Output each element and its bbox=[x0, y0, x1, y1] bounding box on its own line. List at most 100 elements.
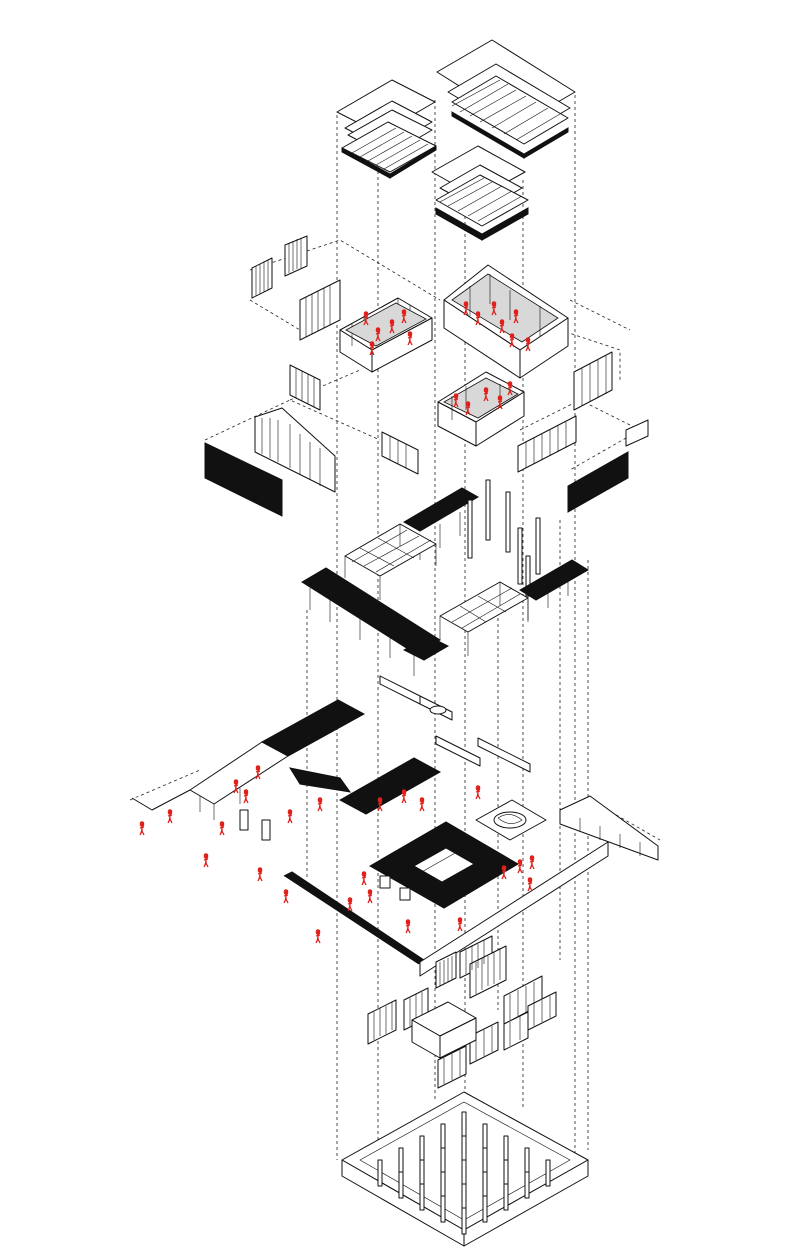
upper-walls-layer bbox=[204, 235, 649, 517]
projection-lines bbox=[129, 95, 661, 1245]
box-module bbox=[411, 1001, 477, 1059]
person-figure bbox=[315, 929, 321, 944]
person-figure bbox=[255, 765, 261, 780]
person-figure bbox=[525, 337, 531, 352]
foundation-pier bbox=[398, 1147, 404, 1175]
person-figure bbox=[527, 877, 533, 892]
person-figure bbox=[363, 311, 369, 326]
person-figure bbox=[139, 821, 145, 836]
ground-floor-layer bbox=[131, 675, 659, 977]
person-figure bbox=[457, 917, 463, 932]
foundation-layer bbox=[341, 1091, 589, 1247]
gallery-left bbox=[189, 699, 366, 820]
person-figure bbox=[465, 401, 471, 416]
person-figure bbox=[203, 853, 209, 868]
room-middle bbox=[437, 371, 525, 447]
foundation-pier bbox=[440, 1171, 446, 1199]
person-figure bbox=[491, 301, 497, 316]
person-figure bbox=[501, 865, 507, 880]
outer-wall-right bbox=[419, 795, 659, 977]
foundation-pier bbox=[461, 1111, 467, 1139]
foundation-pier bbox=[461, 1135, 467, 1163]
foundation-pier bbox=[440, 1123, 446, 1151]
room-upper-right bbox=[443, 264, 569, 379]
foundation-pier bbox=[398, 1171, 404, 1199]
person-figure bbox=[389, 319, 395, 334]
person-figure bbox=[483, 387, 489, 402]
foundation-pier bbox=[482, 1171, 488, 1199]
foundation-pier bbox=[503, 1135, 509, 1163]
roof-left bbox=[336, 79, 437, 179]
foundation-pier bbox=[440, 1147, 446, 1175]
long-wall-right bbox=[567, 451, 629, 513]
person-figure bbox=[377, 797, 383, 812]
long-wall-left bbox=[204, 407, 336, 517]
roof-right bbox=[436, 39, 576, 159]
foundation-pier bbox=[524, 1171, 530, 1199]
person-figure bbox=[401, 789, 407, 804]
foundation-pier bbox=[524, 1147, 530, 1175]
roof-middle bbox=[431, 145, 529, 241]
person-figure bbox=[347, 897, 353, 912]
person-figure bbox=[517, 859, 523, 874]
person-figure bbox=[507, 381, 513, 396]
foundation-pier bbox=[482, 1195, 488, 1223]
person-figure bbox=[361, 871, 367, 886]
courtyard-wall-segments bbox=[379, 675, 531, 773]
upper-rooms-layer bbox=[339, 264, 569, 447]
person-figure bbox=[475, 311, 481, 326]
foundation-pier bbox=[545, 1159, 551, 1187]
person-figure bbox=[513, 309, 519, 324]
foundation-pier bbox=[440, 1195, 446, 1223]
foundation-pier bbox=[461, 1159, 467, 1187]
frame-grid-left bbox=[344, 523, 437, 600]
foundation-pier bbox=[461, 1207, 467, 1235]
foundation-piers bbox=[377, 1111, 551, 1235]
person-figure bbox=[401, 309, 407, 324]
person-figure bbox=[367, 889, 373, 904]
foundation-pier bbox=[419, 1159, 425, 1187]
person-figure bbox=[257, 867, 263, 882]
foundation-pier bbox=[482, 1147, 488, 1175]
room-upper-left bbox=[339, 297, 433, 373]
foundation-pier bbox=[419, 1183, 425, 1211]
person-figure bbox=[369, 341, 375, 356]
person-figure bbox=[233, 779, 239, 794]
person-figure bbox=[283, 889, 289, 904]
panel-group bbox=[367, 935, 557, 1089]
structure-layer bbox=[301, 479, 589, 676]
foundation-pier bbox=[461, 1183, 467, 1211]
foundation-pier bbox=[503, 1159, 509, 1187]
person-figure bbox=[497, 395, 503, 410]
walkway-long bbox=[301, 567, 450, 676]
person-figure bbox=[167, 809, 173, 824]
person-figure bbox=[453, 393, 459, 408]
foundation-pier bbox=[419, 1135, 425, 1163]
roof-layer bbox=[336, 39, 576, 241]
foundation-pier bbox=[482, 1123, 488, 1151]
posts bbox=[467, 479, 541, 597]
person-figure bbox=[407, 331, 413, 346]
person-figure bbox=[419, 797, 425, 812]
people-figures bbox=[139, 301, 535, 944]
person-figure bbox=[317, 797, 323, 812]
person-figure bbox=[375, 327, 381, 342]
person-figure bbox=[405, 919, 411, 934]
foundation-pier bbox=[377, 1159, 383, 1187]
person-figure bbox=[243, 789, 249, 804]
infill-panels-layer bbox=[367, 935, 557, 1089]
person-figure bbox=[475, 785, 481, 800]
person-figure bbox=[529, 855, 535, 870]
pavilion-round bbox=[475, 799, 547, 841]
truss-right bbox=[519, 559, 589, 620]
person-figure bbox=[463, 301, 469, 316]
person-figure bbox=[219, 821, 225, 836]
courtyard-center bbox=[368, 821, 519, 909]
wall-panel-set bbox=[251, 235, 649, 475]
person-figure bbox=[499, 319, 505, 334]
person-figure bbox=[509, 333, 515, 348]
frame-grid-right bbox=[439, 581, 529, 656]
gallery-middle bbox=[338, 757, 442, 815]
